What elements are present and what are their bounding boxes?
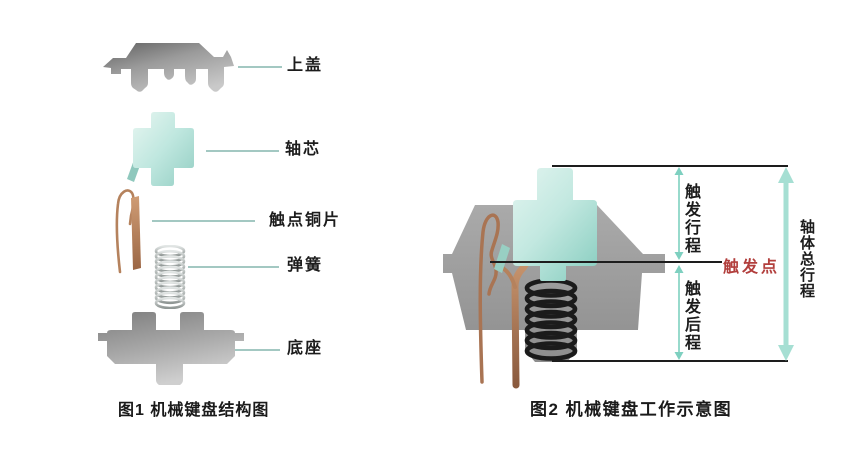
trigger-point-line xyxy=(490,261,722,263)
base-illustration xyxy=(98,312,244,385)
stem-shape xyxy=(513,168,597,281)
spring-illustration xyxy=(154,245,186,309)
label-total-travel: 轴体总行程 xyxy=(798,219,815,299)
label-stem: 轴芯 xyxy=(285,141,322,158)
top-travel-line xyxy=(552,165,788,167)
label-spring: 弹簧 xyxy=(287,257,324,274)
assembled-switch-illustration xyxy=(443,168,665,389)
leader-line-contact-leaf xyxy=(152,220,255,222)
top-cover-illustration xyxy=(103,43,234,92)
label-base: 底座 xyxy=(287,340,324,357)
label-pre-travel: 触发行程 xyxy=(682,183,699,255)
travel-dimension-arrows xyxy=(674,167,684,360)
label-contact-leaf: 触点铜片 xyxy=(269,212,342,229)
bottom-travel-line xyxy=(552,360,788,362)
label-post-travel: 触发后程 xyxy=(682,280,699,352)
leader-line-stem xyxy=(206,150,279,152)
figure1-caption: 图1 机械键盘结构图 xyxy=(118,402,270,419)
total-travel-arrow xyxy=(778,167,794,361)
contact-leaf-illustration xyxy=(115,189,141,274)
label-top-cover: 上盖 xyxy=(287,57,324,74)
figure2-caption: 图2 机械键盘工作示意图 xyxy=(530,400,733,419)
label-trigger-point: 触发点 xyxy=(723,259,781,276)
leader-line-base xyxy=(235,349,280,351)
leader-line-top-cover xyxy=(238,66,282,68)
stem-illustration xyxy=(127,112,194,186)
housing-shape xyxy=(443,205,665,362)
leader-line-spring xyxy=(188,266,279,268)
